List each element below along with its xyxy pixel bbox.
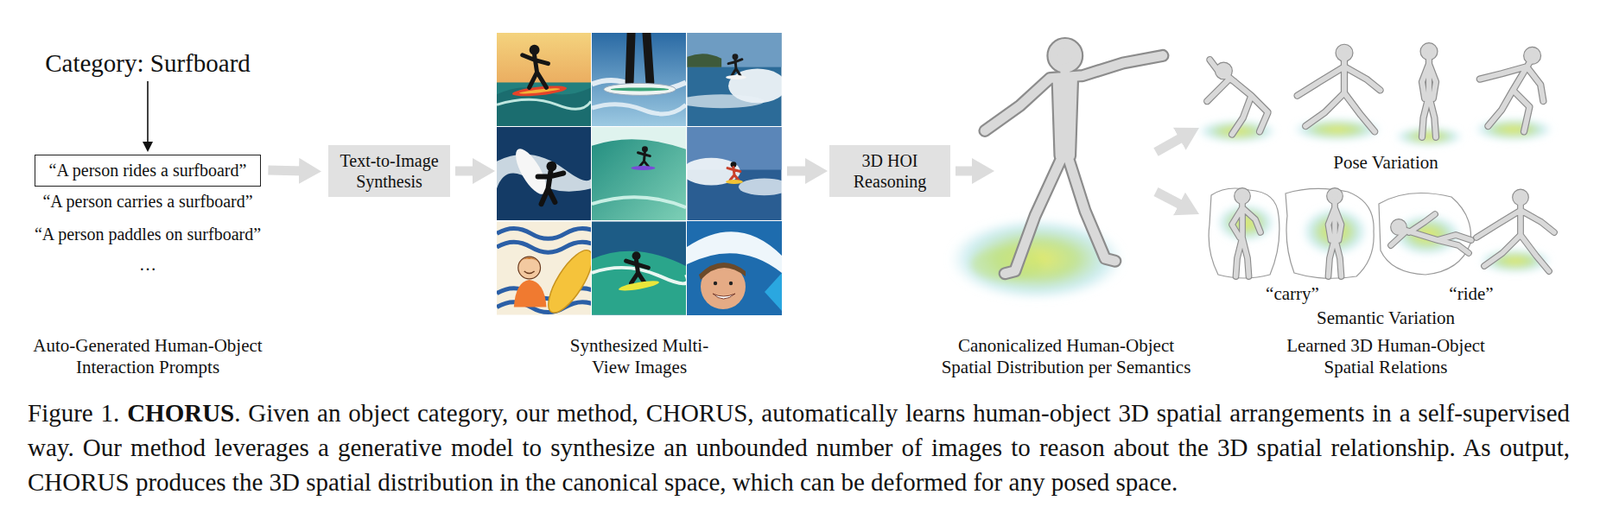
category-arrow <box>146 81 149 142</box>
category-label: Category: Surfboard <box>44 48 251 79</box>
stage-label: Auto-Generated Human-Object Interaction … <box>22 335 274 379</box>
prompt-text: “A person carries a surfboard” <box>42 190 253 212</box>
stage-label: Canonicalized Human-Object Spatial Distr… <box>936 335 1196 379</box>
pose-variation-figures <box>1197 45 1554 147</box>
figure-caption: Figure 1. CHORUS. Given an object catego… <box>27 395 1570 500</box>
semantic-tag: “ride” <box>1448 283 1493 305</box>
semantic-tag: “carry” <box>1265 283 1320 305</box>
caption-part: Figure 1. <box>27 399 127 427</box>
image-grid <box>496 32 790 319</box>
canonical-human-heatmap <box>948 43 1163 301</box>
stage-label: Learned 3D Human-Object Spatial Relation… <box>1277 335 1494 379</box>
ellipsis: … <box>139 253 157 275</box>
prompt-box: “A person rides a surfboard” <box>34 154 262 187</box>
box-text: “A person rides a surfboard” <box>49 159 248 182</box>
prompt-text: “A person paddles on surfboard” <box>34 223 261 245</box>
flow-arrow <box>267 170 305 172</box>
process-box: Text-to-Image Synthesis <box>328 145 451 197</box>
caption-part: CHORUS <box>126 399 235 427</box>
caption-part: . Given an object category, our method, … <box>27 399 1570 496</box>
sub-label: Semantic Variation <box>1316 307 1455 330</box>
box-text: 3D HOI Reasoning <box>836 150 944 192</box>
stage-label: Synthesized Multi-View Images <box>564 335 716 379</box>
box-text: Text-to-Image Synthesis <box>335 150 444 192</box>
semantic-variation-figures <box>1208 188 1555 279</box>
process-box: 3D HOI Reasoning <box>829 145 951 197</box>
sub-label: Pose Variation <box>1333 152 1439 174</box>
